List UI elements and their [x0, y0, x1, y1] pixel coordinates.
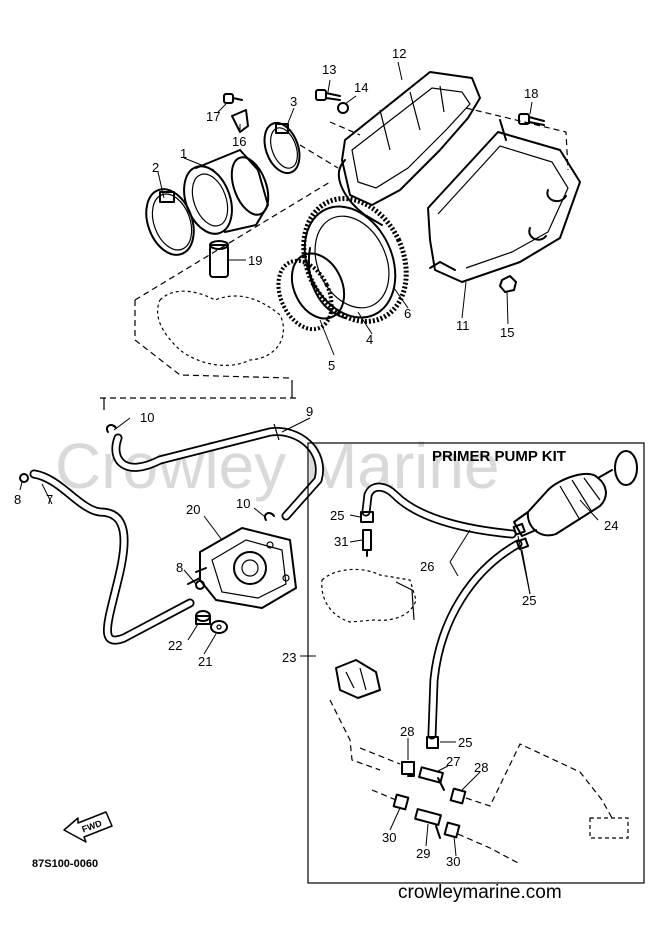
callout-28-right: 28	[474, 760, 488, 775]
callout-1: 1	[180, 146, 187, 161]
callout-13: 13	[322, 62, 336, 77]
part-16-bracket	[231, 109, 249, 133]
callout-2: 2	[152, 160, 159, 175]
part-24-primer-bulb	[513, 450, 638, 537]
fwd-arrow: FWD	[63, 811, 113, 843]
part-28-elbow-left	[401, 761, 415, 777]
part-13-bolt	[315, 89, 341, 101]
callout-15: 15	[500, 325, 514, 340]
part-22-fitting	[195, 610, 211, 625]
part-2-clamp	[145, 188, 195, 256]
kit-dashed-lines	[359, 743, 629, 865]
part-6-ring	[301, 196, 409, 324]
part-25-fitting-bulb-b	[515, 537, 530, 551]
part-7-hose	[29, 469, 195, 645]
callout-10-lower: 10	[236, 496, 250, 511]
callout-21: 21	[198, 654, 212, 669]
part-5-oring	[276, 258, 334, 332]
part-10-clip-lower	[264, 512, 275, 521]
callout-7: 7	[46, 492, 53, 507]
part-1-rubber-joint	[183, 149, 270, 235]
part-20-fuel-pump	[187, 527, 297, 609]
leader-lines	[19, 61, 599, 857]
part-14-washer	[337, 102, 349, 114]
callout-29: 29	[416, 846, 430, 861]
part-19-sleeve	[209, 240, 229, 278]
callout-30-right: 30	[446, 854, 460, 869]
part-26-hoses	[361, 482, 523, 740]
part-30-elbow-right	[443, 821, 461, 839]
part-15-nut	[499, 275, 517, 293]
callout-26: 26	[420, 559, 434, 574]
leader-dash-center	[299, 144, 339, 169]
callout-5: 5	[328, 358, 335, 373]
part-21-washer	[210, 620, 228, 634]
callout-19: 19	[248, 253, 262, 268]
callout-8-left: 8	[14, 492, 21, 507]
callout-24: 24	[604, 518, 618, 533]
part-31-check-valve	[362, 529, 372, 557]
callout-12: 12	[392, 46, 406, 61]
part-11-airbox-lower	[427, 119, 581, 283]
primer-pump-kit-box	[307, 442, 645, 884]
callout-30-left: 30	[382, 830, 396, 845]
callout-8-pump: 8	[176, 560, 183, 575]
callout-22: 22	[168, 638, 182, 653]
part-8-clip-left	[19, 473, 29, 483]
part-18-bolt	[518, 113, 545, 126]
part-25-fitting-bottom	[426, 736, 439, 749]
callout-17: 17	[206, 109, 220, 124]
diagram-code: 87S100-0060	[32, 858, 98, 870]
leader-dash-13	[329, 121, 361, 136]
callout-numbers: 1 2 3 4 5 6 7 8 8 9 10 10 11 12 13 14 15…	[14, 46, 618, 869]
part-25-fitting-bulb-a	[512, 522, 526, 536]
callout-18: 18	[524, 86, 538, 101]
part-28-elbow-right	[449, 787, 467, 805]
callout-4: 4	[366, 332, 373, 347]
part-17-bolt	[223, 93, 243, 104]
part-27-tee	[418, 766, 445, 791]
part-29-tee	[414, 808, 442, 839]
callout-27: 27	[446, 754, 460, 769]
callout-14: 14	[354, 80, 368, 95]
callout-23: 23	[282, 650, 296, 665]
kit-engine-sketch	[321, 568, 417, 771]
callout-10-upper: 10	[140, 410, 154, 425]
callout-11: 11	[456, 318, 470, 333]
callout-25-bulb: 25	[522, 593, 536, 608]
part-30-elbow-left	[392, 793, 410, 811]
callout-6: 6	[404, 306, 411, 321]
callout-31: 31	[334, 534, 348, 549]
primer-pump-kit-title: PRIMER PUMP KIT	[432, 448, 566, 465]
part-4-duct	[290, 205, 397, 320]
footer-site: crowleymarine.com	[398, 882, 562, 903]
callout-16: 16	[232, 134, 246, 149]
part-9-hose	[111, 423, 324, 521]
callout-3: 3	[290, 94, 297, 109]
callout-9: 9	[306, 404, 313, 419]
callout-20: 20	[186, 502, 200, 517]
leader-dash-18	[465, 107, 569, 171]
part-8-clip-pump	[195, 580, 205, 590]
callout-25-top: 25	[330, 508, 344, 523]
callout-28-left: 28	[400, 724, 414, 739]
part-3-clamp	[263, 121, 301, 175]
engine-outline	[100, 181, 331, 410]
callout-25-bottom: 25	[458, 735, 472, 750]
part-25-fitting-top	[360, 511, 374, 523]
part-10-clip-upper	[106, 424, 117, 433]
